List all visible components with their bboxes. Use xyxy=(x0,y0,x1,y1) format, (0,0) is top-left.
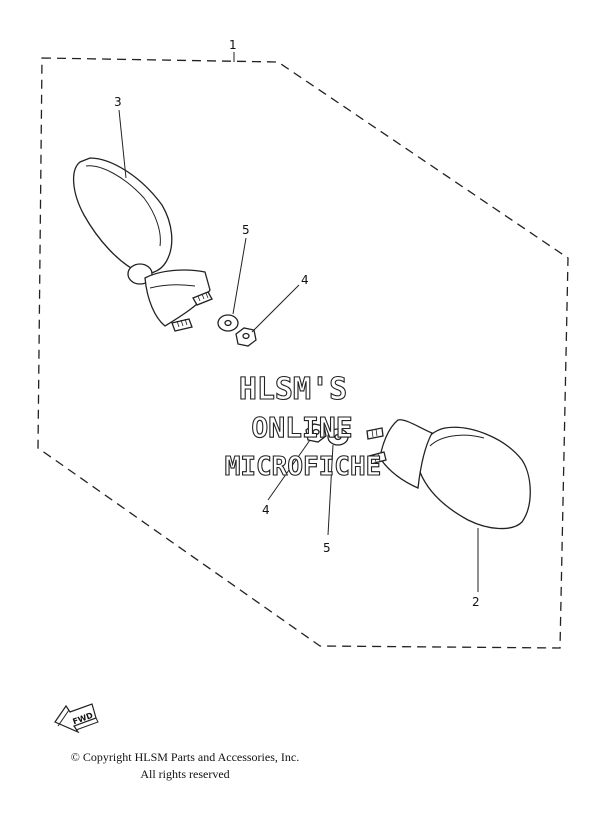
watermark-line-1: HLSM'S xyxy=(239,372,347,407)
callout-5a: 5 xyxy=(242,223,250,237)
leader-4b xyxy=(267,439,311,501)
callout-4b: 4 xyxy=(262,503,270,517)
fwd-arrow-icon: FWD xyxy=(54,703,99,734)
callout-3: 3 xyxy=(114,95,122,109)
callout-1: 1 xyxy=(229,38,237,52)
leader-5b xyxy=(327,444,334,536)
nut-bottom xyxy=(305,423,327,443)
watermark: HLSM'S ONLINE MICROFICHE xyxy=(224,371,382,482)
callout-5b: 5 xyxy=(323,541,331,555)
rights-text: All rights reserved xyxy=(140,767,230,781)
leader-5a xyxy=(232,237,247,315)
callout-2: 2 xyxy=(472,595,480,609)
mirror-left xyxy=(73,157,213,332)
leader-3 xyxy=(118,109,127,179)
assembly-boundary xyxy=(37,57,569,649)
nut-top xyxy=(235,327,257,347)
watermark-line-3: MICROFICHE xyxy=(225,452,382,482)
watermark-line-2: ONLINE xyxy=(251,411,352,444)
copyright-text: © Copyright HLSM Parts and Accessories, … xyxy=(70,750,300,764)
callout-4a: 4 xyxy=(301,273,309,287)
washer-top xyxy=(217,314,239,332)
washer-bottom xyxy=(327,428,349,446)
leader-4a xyxy=(251,284,300,333)
mirror-right xyxy=(366,419,531,530)
